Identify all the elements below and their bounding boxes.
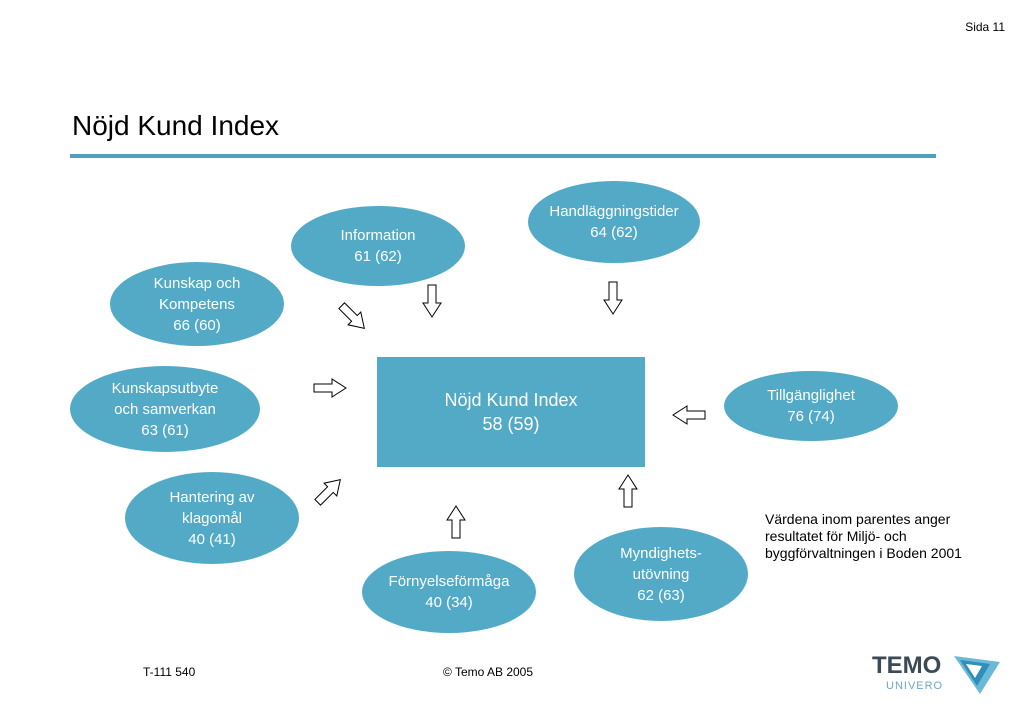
footer-copyright: © Temo AB 2005	[443, 665, 534, 679]
factor-label: Kunskap och	[153, 274, 241, 292]
arrow-fornyelse	[446, 505, 466, 539]
factor-myndighetsutovning: Myndighets- utövning 62 (63)	[574, 527, 748, 621]
factor-label: Handläggningstider	[549, 203, 679, 220]
factor-value: 64 (62)	[590, 224, 638, 241]
factor-label-2: och samverkan	[114, 400, 216, 418]
factor-label: Myndighets-	[620, 544, 702, 562]
arrow-tillganglighet	[672, 405, 706, 425]
arrow-hantering	[310, 472, 348, 510]
factor-handlaggningstider: Handläggningstider 64 (62)	[528, 181, 700, 263]
factor-label-2: utövning	[632, 565, 690, 583]
page-number: Sida 11	[965, 20, 1005, 34]
factor-label: Tillgänglighet	[767, 387, 855, 404]
factor-label: Hantering av	[169, 488, 255, 506]
center-label: Nöjd Kund Index	[444, 390, 578, 410]
logo-mark-icon	[954, 656, 1000, 694]
factor-label: Information	[340, 227, 416, 244]
slide-title: Nöjd Kund Index	[72, 110, 280, 141]
factor-information: Information 61 (62)	[291, 206, 465, 286]
factor-kunskapsutbyte: Kunskapsutbyte och samverkan 63 (61)	[70, 366, 260, 452]
factor-value: 66 (60)	[173, 316, 221, 334]
factor-tillganglighet: Tillgänglighet 76 (74)	[724, 371, 898, 441]
arrow-kunskapsutbyte	[313, 378, 347, 398]
title-underline	[70, 154, 936, 158]
center-value: 58 (59)	[482, 414, 540, 434]
logo-wordmark: TEMO	[872, 652, 942, 679]
arrow-handlaggningstider	[603, 281, 623, 315]
factor-label: Förnyelseförmåga	[388, 573, 510, 590]
factor-label-2: Kompetens	[159, 295, 235, 313]
factor-value: 63 (61)	[141, 421, 189, 439]
footnote-text: Värdena inom parentes anger resultatet f…	[765, 511, 962, 561]
factor-label-2: klagomål	[181, 509, 243, 527]
footer-code: T-111 540	[143, 665, 196, 679]
factor-value: 62 (63)	[637, 586, 685, 604]
factor-label: Kunskapsutbyte	[111, 379, 219, 397]
arrow-myndighet	[618, 474, 638, 508]
arrow-kunskap	[334, 298, 372, 336]
factor-value: 61 (62)	[354, 248, 402, 265]
factor-value: 76 (74)	[787, 408, 835, 425]
center-index-box: Nöjd Kund Index 58 (59)	[377, 357, 645, 467]
arrow-information	[422, 284, 442, 318]
factor-kunskap-och-kompetens: Kunskap och Kompetens 66 (60)	[110, 262, 284, 346]
temo-logo: TEMO UNIVERO	[872, 650, 1007, 700]
factor-value: 40 (41)	[188, 530, 236, 548]
factor-fornyelseformaga: Förnyelseförmåga 40 (34)	[362, 551, 536, 633]
factor-value: 40 (34)	[425, 594, 473, 611]
factor-hantering-av-klagomal: Hantering av klagomål 40 (41)	[125, 472, 299, 564]
logo-subtitle: UNIVERO	[886, 680, 944, 692]
